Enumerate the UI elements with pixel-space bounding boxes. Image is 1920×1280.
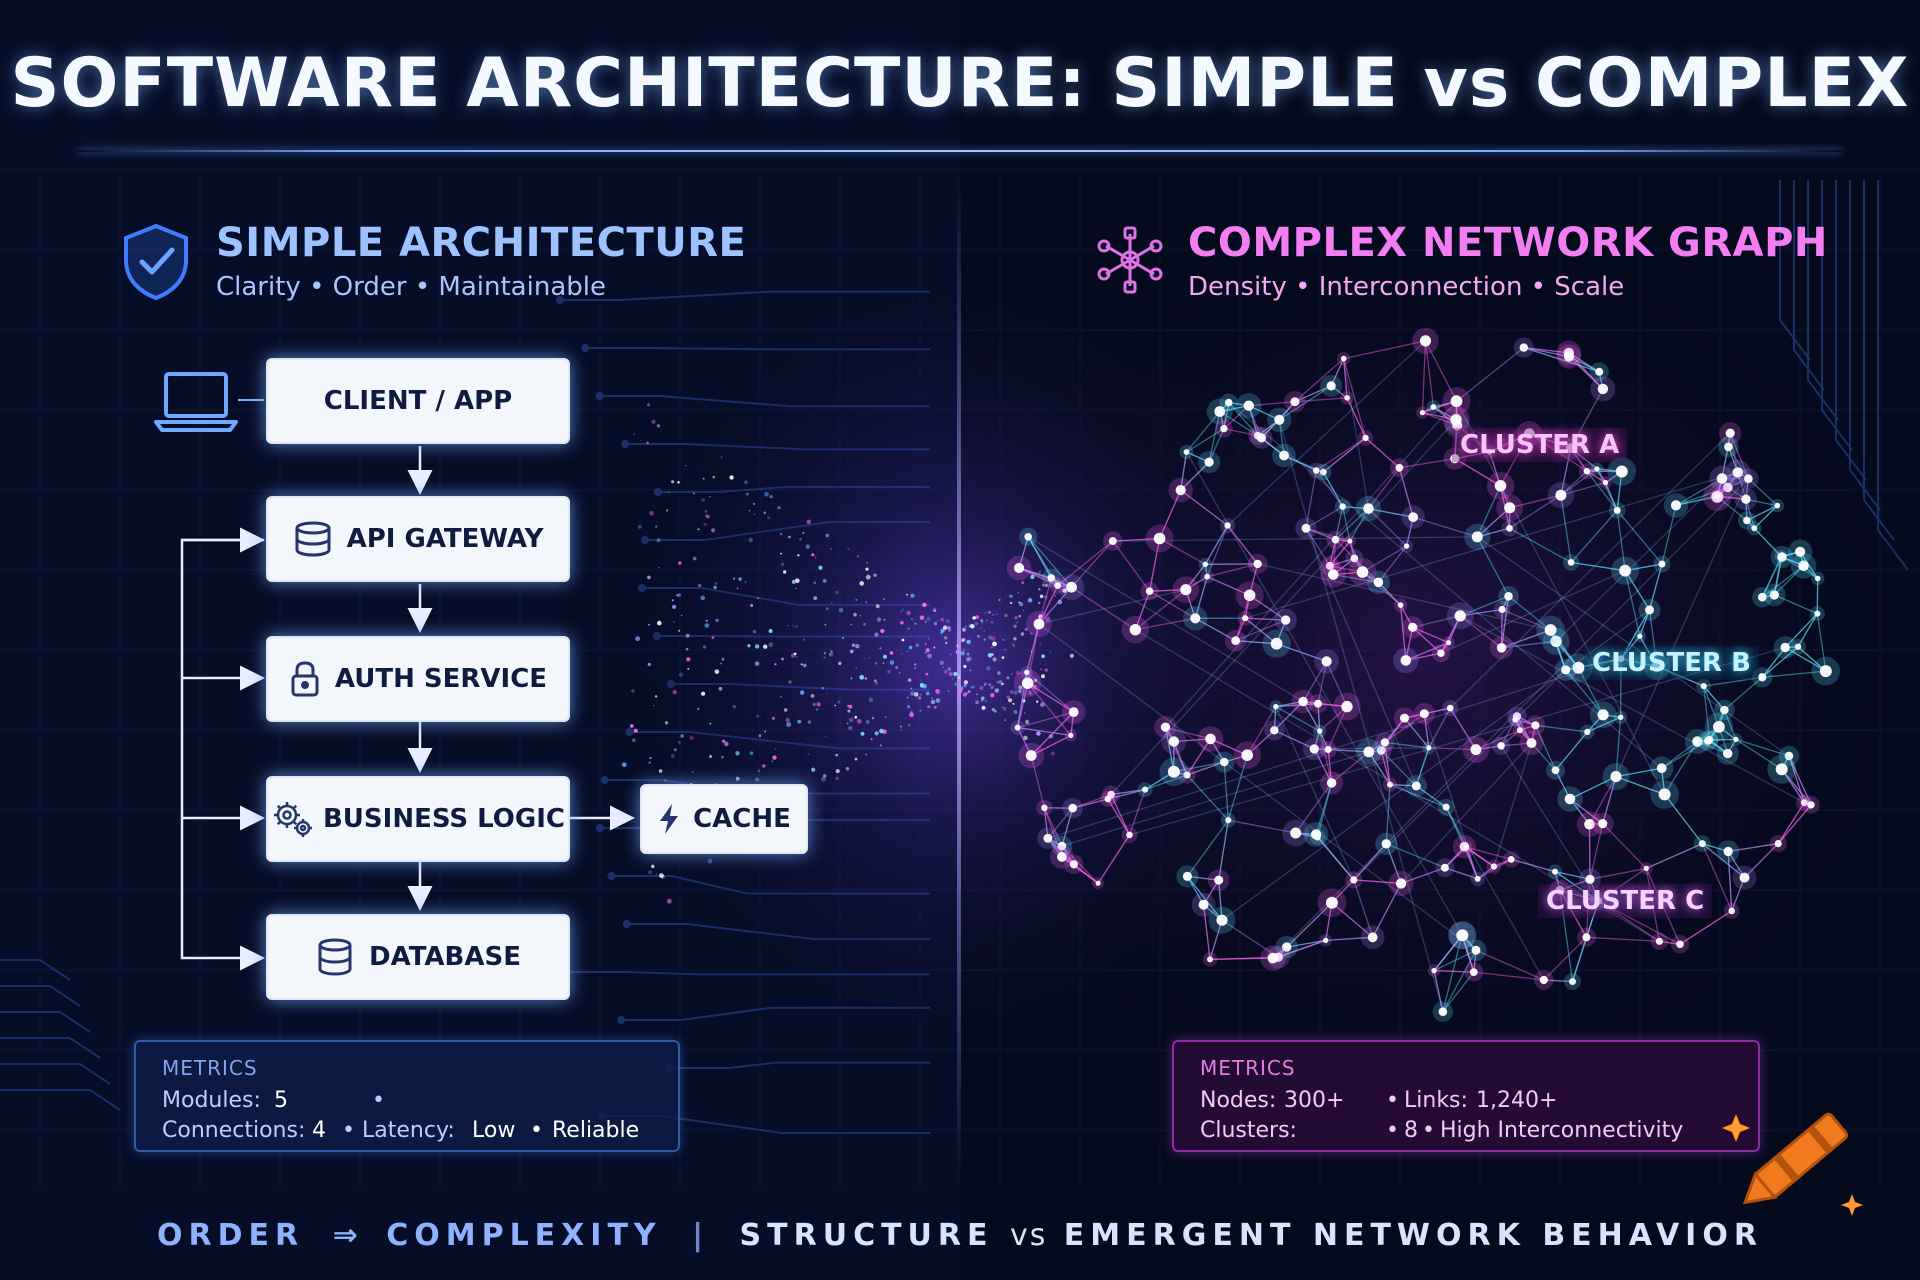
business-logic-box: BUSINESS LOGIC: [266, 776, 570, 862]
complex-network-title: COMPLEX NETWORK GRAPH: [1188, 220, 1828, 266]
simple-metrics-heading: METRICS: [162, 1056, 258, 1080]
database-label: DATABASE: [369, 942, 521, 972]
cluster-a-label: CLUSTER A: [1452, 428, 1628, 462]
connections-label: Connections:: [162, 1118, 306, 1143]
bullet: •: [1386, 1088, 1399, 1113]
shield-check-icon: [124, 223, 188, 301]
modules-label: Modules:: [162, 1088, 261, 1113]
database-box: DATABASE: [266, 914, 570, 1000]
latency-value: Low: [472, 1118, 516, 1143]
auth-service-box: AUTH SERVICE: [266, 636, 570, 722]
lightning-icon: [660, 804, 679, 834]
title-divider: [78, 150, 1842, 152]
crayon-logo-icon: [1722, 1112, 1863, 1216]
complex-metrics-panel: METRICS Nodes: 300+ • Links: 1,240+ Clus…: [1172, 1040, 1760, 1152]
footer-separator: |: [692, 1218, 710, 1253]
links-label: Links:: [1404, 1088, 1468, 1113]
clusters-value: 8: [1404, 1118, 1418, 1143]
arrow-right-icon: ⇒: [332, 1218, 358, 1253]
cluster-b-label: CLUSTER B: [1584, 646, 1759, 680]
laptop-icon: [154, 372, 238, 432]
cache-label: CACHE: [693, 804, 791, 834]
bullet: •: [1422, 1118, 1435, 1143]
bullet: •: [530, 1118, 543, 1143]
nodes-label: Nodes:: [1200, 1088, 1277, 1113]
api-gateway-label: API GATEWAY: [346, 524, 544, 554]
client-app-box: CLIENT / APP: [266, 358, 570, 444]
clusters-label: Clusters:: [1200, 1118, 1297, 1143]
nodes-value: 300+: [1284, 1088, 1345, 1113]
footer-emergent: EMERGENT NETWORK BEHAVIOR: [1063, 1218, 1763, 1253]
reliable-value: Reliable: [552, 1118, 640, 1143]
complex-network-subtitle: Density • Interconnection • Scale: [1188, 272, 1625, 302]
links-value: 1,240+: [1476, 1088, 1558, 1113]
business-logic-label: BUSINESS LOGIC: [322, 804, 566, 834]
footer-vs: vs: [1009, 1218, 1048, 1253]
latency-label: Latency:: [362, 1118, 455, 1143]
page-title: SOFTWARE ARCHITECTURE: SIMPLE vs COMPLEX: [10, 44, 1910, 123]
cluster-c-label: CLUSTER C: [1538, 884, 1713, 918]
server-icon: [295, 521, 331, 557]
gears-icon: [273, 802, 312, 837]
simple-metrics-panel: METRICS Modules: 5 • Connections: 4 • La…: [134, 1040, 680, 1152]
simple-architecture-subtitle: Clarity • Order • Maintainable: [216, 272, 606, 302]
interconnectivity-value: High Interconnectivity: [1440, 1118, 1684, 1143]
cache-box: CACHE: [640, 784, 808, 854]
api-gateway-box: API GATEWAY: [266, 496, 570, 582]
complex-metrics-heading: METRICS: [1200, 1056, 1296, 1080]
modules-value: 5: [274, 1088, 288, 1113]
footer-complexity: COMPLEXITY: [386, 1218, 662, 1253]
client-app-label: CLIENT / APP: [323, 386, 513, 416]
auth-service-label: AUTH SERVICE: [334, 664, 548, 694]
network-graph-icon: [1097, 226, 1163, 294]
bullet: •: [342, 1118, 355, 1143]
footer-structure: STRUCTURE: [739, 1218, 994, 1253]
lock-icon: [291, 661, 319, 697]
simple-architecture-title: SIMPLE ARCHITECTURE: [216, 220, 747, 266]
database-icon: [318, 938, 352, 976]
footer-tagline: ORDER ⇒ COMPLEXITY | STRUCTURE vs EMERGE…: [0, 1218, 1920, 1253]
footer-order: ORDER: [157, 1218, 305, 1253]
connections-value: 4: [312, 1118, 326, 1143]
bullet: •: [1386, 1118, 1399, 1143]
bullet: •: [372, 1088, 385, 1113]
